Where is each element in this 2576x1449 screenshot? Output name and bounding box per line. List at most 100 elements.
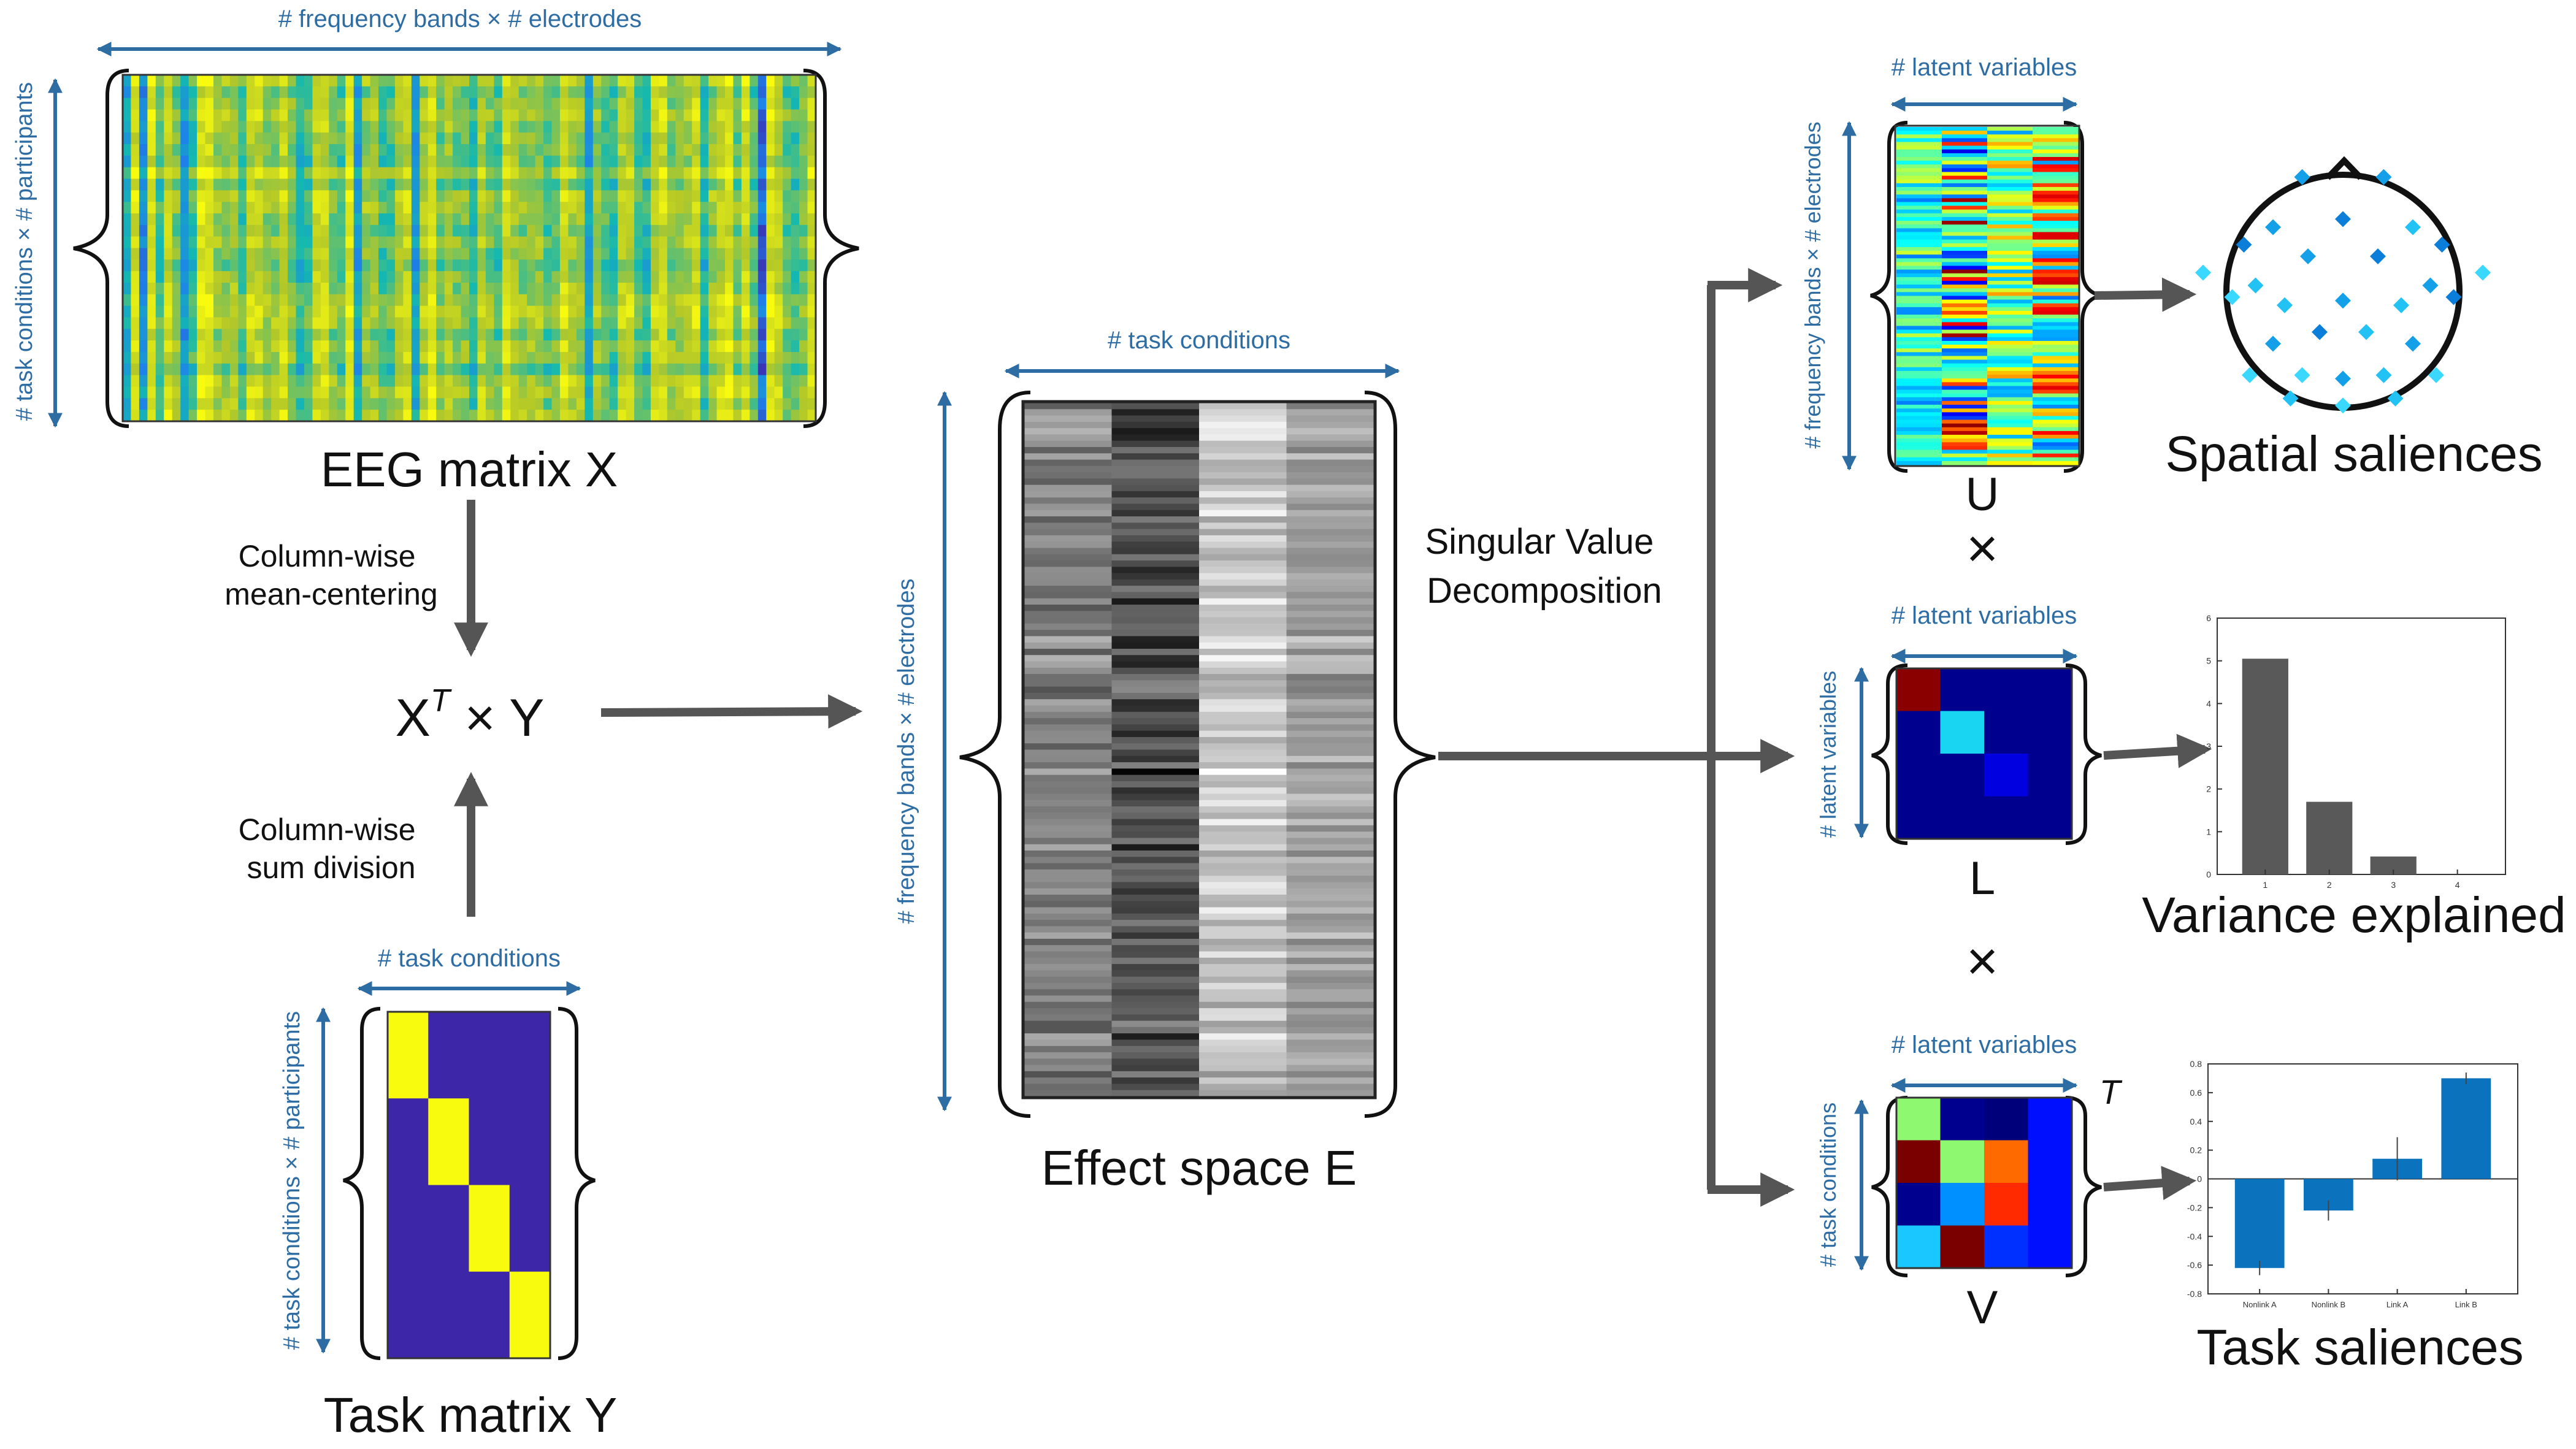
eeg-cell — [155, 340, 164, 353]
eeg-cell — [667, 386, 676, 399]
effect-cell — [1286, 1090, 1374, 1097]
eeg-cell — [469, 271, 478, 283]
u-cell — [1987, 277, 2033, 281]
eeg-cell — [453, 294, 462, 307]
eeg-cell — [180, 121, 190, 133]
u-cell — [2033, 329, 2079, 334]
eeg-cell — [708, 340, 718, 353]
eeg-cell — [618, 190, 627, 202]
eeg-cell — [485, 202, 494, 214]
electrode-marker — [2375, 367, 2392, 383]
eeg-cell — [131, 283, 140, 295]
eeg-cell — [427, 317, 437, 329]
eeg-cell — [601, 121, 610, 133]
eeg-cell — [304, 224, 313, 237]
eeg-cell — [692, 363, 701, 376]
eeg-cell — [601, 398, 610, 410]
eeg-cell — [320, 202, 329, 214]
eeg-cell — [255, 410, 264, 422]
u-cell — [1942, 449, 1988, 454]
y-tick-label: 0.6 — [2190, 1088, 2202, 1098]
eeg-cell — [791, 363, 800, 376]
eeg-cell — [749, 363, 759, 376]
eeg-cell — [485, 86, 494, 99]
eeg-cell — [568, 121, 577, 133]
eeg-cell — [585, 410, 594, 422]
eeg-cell — [197, 352, 206, 364]
x-tick-label: 1 — [2263, 880, 2267, 890]
eeg-cell — [774, 144, 783, 156]
eeg-cell — [172, 132, 181, 145]
eeg-cell — [725, 305, 734, 318]
effect-cell — [1111, 957, 1200, 965]
eeg-cell — [221, 317, 231, 329]
eeg-cell — [131, 248, 140, 260]
effect-cell — [1024, 1001, 1113, 1009]
eeg-cell — [757, 75, 767, 87]
eeg-cell — [733, 317, 742, 329]
eeg-cell — [592, 410, 602, 422]
eeg-cell — [304, 410, 313, 422]
eeg-cell — [716, 121, 726, 133]
eeg-cell — [123, 259, 132, 272]
eeg-cell — [370, 109, 379, 121]
eeg-cell — [618, 329, 627, 341]
effect-cell — [1199, 945, 1287, 952]
effect-cell — [1024, 459, 1113, 467]
eeg-cell — [427, 283, 437, 295]
eeg-cell — [626, 259, 635, 272]
eeg-cell — [494, 132, 503, 145]
eeg-cell — [749, 248, 759, 260]
eeg-cell — [255, 259, 264, 272]
eeg-cell — [733, 283, 742, 295]
eeg-cell — [172, 202, 181, 214]
eeg-cell — [386, 178, 396, 191]
eeg-cell — [205, 248, 214, 260]
eeg-cell — [626, 305, 635, 318]
eeg-cell — [609, 97, 618, 110]
u-cell — [1987, 258, 2033, 262]
eeg-cell — [634, 144, 643, 156]
eeg-cell — [246, 202, 255, 214]
eeg-cell — [279, 97, 288, 110]
eeg-cell — [485, 386, 494, 399]
eeg-cell — [271, 410, 280, 422]
eeg-cell — [741, 224, 750, 237]
eeg-cell — [205, 178, 214, 191]
effect-cell — [1111, 819, 1200, 826]
eeg-cell — [477, 398, 486, 410]
eeg-cell — [221, 329, 231, 341]
eeg-cell — [477, 178, 486, 191]
eeg-cell — [164, 132, 173, 145]
u-cell — [1942, 438, 1988, 443]
eeg-cell — [353, 363, 362, 376]
eeg-cell — [147, 410, 156, 422]
eeg-cell — [279, 75, 288, 87]
effect-cell — [1286, 428, 1374, 435]
eeg-cell — [766, 236, 775, 249]
eeg-cell — [296, 190, 305, 202]
effect-cell — [1199, 762, 1287, 769]
u-cell — [2033, 303, 2079, 308]
effect-cell — [1199, 976, 1287, 984]
effect-cell — [1024, 686, 1113, 694]
eeg-cell — [420, 121, 429, 133]
eeg-cell — [708, 259, 718, 272]
effect-cell — [1024, 970, 1113, 977]
eeg-cell — [320, 340, 329, 353]
eeg-cell — [783, 271, 792, 283]
effect-cell — [1111, 901, 1200, 908]
u-cell — [1896, 382, 1942, 387]
eeg-cell — [329, 236, 338, 249]
eeg-cell — [246, 178, 255, 191]
u-cell — [1896, 416, 1942, 421]
eeg-cell — [147, 329, 156, 341]
effect-cell — [1024, 938, 1113, 946]
eeg-cell — [741, 294, 750, 307]
u-cell — [1942, 179, 1988, 184]
eeg-cell — [394, 224, 404, 237]
u-cell — [1987, 251, 2033, 255]
y-tick-label: 0.2 — [2190, 1145, 2202, 1155]
eeg-cell — [172, 294, 181, 307]
eeg-cell — [783, 155, 792, 168]
